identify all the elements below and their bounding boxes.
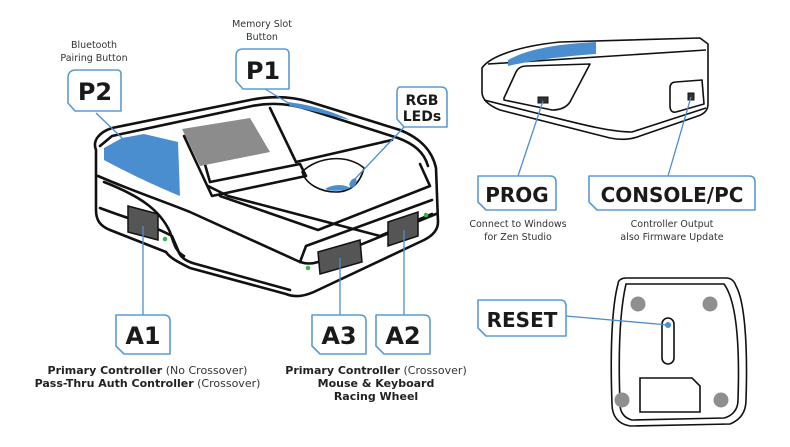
callout-label-a3: A3	[321, 322, 356, 350]
foot-top-right	[702, 296, 718, 312]
device-main-illustration	[93, 95, 440, 298]
leader-rgb	[353, 126, 405, 181]
leader-p2	[95, 112, 125, 141]
a2-caption-line3-bold: Racing Wheel	[333, 390, 419, 403]
reset-slot	[661, 317, 675, 365]
led-a2	[423, 212, 429, 218]
bluetooth-pairing-button-shape	[104, 134, 180, 196]
a2-caption-line1: Primary Controller (Crossover)	[278, 364, 474, 377]
callout-label-a2: A2	[385, 322, 420, 350]
foot-bottom-left	[614, 392, 630, 408]
leader-reset	[565, 315, 669, 326]
p1-caption-line1: Memory Slot	[232, 19, 292, 30]
led-a1	[162, 236, 168, 242]
p2-caption-line1: Bluetooth	[71, 40, 117, 51]
port-a2	[387, 210, 419, 248]
a1-caption-line1-bold: Primary Controller	[47, 364, 163, 377]
bottom-label-plate	[639, 377, 701, 413]
a2-caption-line2-bold: Mouse & Keyboard	[317, 377, 435, 390]
port-a1	[127, 205, 159, 241]
a2-caption-line1-light: (Crossover)	[399, 364, 467, 377]
leader-console	[667, 96, 692, 177]
port-a3	[317, 239, 363, 275]
callout-box-rgb	[396, 86, 448, 128]
led-a3	[305, 265, 311, 271]
foot-top-left	[630, 296, 646, 312]
console-port	[687, 92, 695, 101]
a2-caption-line1-bold: Primary Controller	[285, 364, 400, 377]
callout-box-p1	[235, 48, 290, 90]
leader-prog	[517, 100, 544, 177]
callout-label-console: CONSOLE/PC	[601, 183, 744, 207]
callout-label-p2: P2	[78, 78, 112, 106]
a1-caption-line2-light: (Crossover)	[193, 377, 261, 390]
foot-bottom-right	[713, 392, 729, 408]
callout-label-a1: A1	[125, 322, 160, 350]
callout-box-reset	[477, 299, 567, 337]
callout-box-p2	[67, 69, 122, 112]
callout-box-console	[588, 175, 756, 211]
p2-caption-line2: Pairing Button	[60, 53, 127, 64]
a2-caption-line2: Mouse & Keyboard	[278, 377, 474, 390]
callout-box-a3	[311, 314, 367, 355]
console-caption-line2: also Firmware Update	[620, 232, 723, 243]
console-caption-line1: Controller Output	[631, 219, 714, 230]
callout-label-rgb-line1: RGB	[406, 93, 439, 109]
a1-caption-line1: Primary Controller (No Crossover)	[30, 364, 265, 377]
callout-box-a1	[115, 314, 171, 355]
rgb-led-blue-dot	[349, 178, 357, 188]
callout-label-rgb-line2: LEDs	[403, 109, 441, 125]
leader-p1	[264, 88, 291, 105]
callout-box-a2	[375, 314, 431, 355]
rear-top-blue-strip	[508, 42, 596, 66]
callout-label-p1: P1	[246, 57, 280, 85]
a1-caption: Primary Controller (No Crossover) Pass-T…	[30, 364, 265, 390]
callout-box-prog	[477, 175, 557, 211]
a1-caption-line1-light: (No Crossover)	[162, 364, 248, 377]
device-main-screen	[182, 118, 270, 166]
callout-label-reset: RESET	[487, 308, 558, 332]
callout-label-prog: PROG	[485, 183, 548, 207]
a1-caption-line2: Pass-Thru Auth Controller (Crossover)	[30, 377, 265, 390]
memory-slot-button-shape	[287, 102, 350, 120]
rgb-led-blue-left	[325, 185, 350, 191]
a1-caption-line2-bold: Pass-Thru Auth Controller	[34, 377, 194, 390]
a2-caption-line3: Racing Wheel	[278, 390, 474, 403]
prog-caption-line2: for Zen Studio	[484, 232, 552, 243]
p1-caption-line2: Button	[246, 32, 278, 43]
a3-a2-caption: Primary Controller (Crossover) Mouse & K…	[278, 364, 474, 403]
device-bottom-illustration	[610, 277, 748, 427]
prog-caption-line1: Connect to Windows	[469, 219, 566, 230]
leader-lines	[95, 88, 692, 326]
